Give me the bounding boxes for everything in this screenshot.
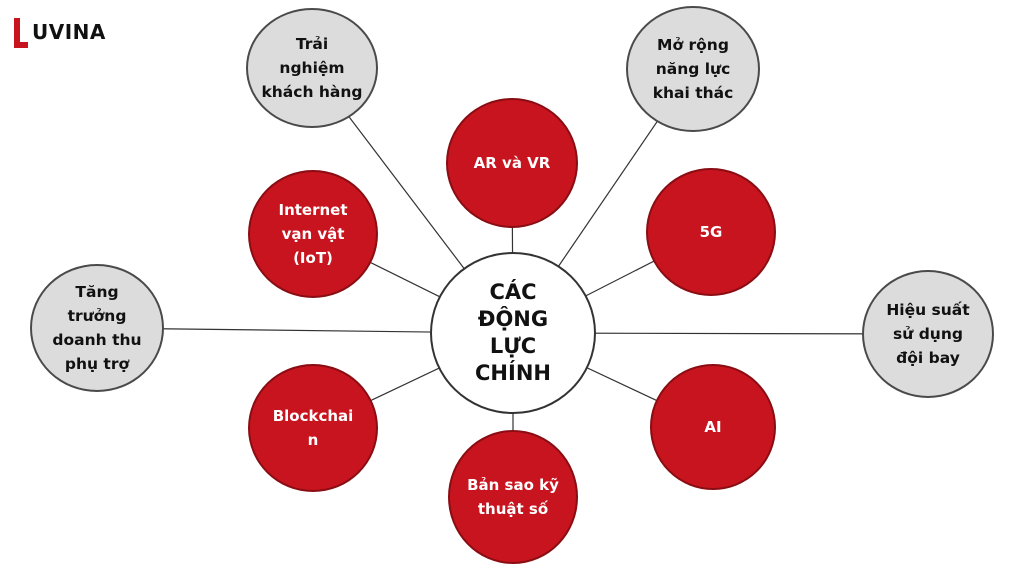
node-label: Bản sao kỹ thuật số: [467, 476, 559, 518]
node-5g: 5G: [646, 168, 776, 296]
node-iot: Internet vạn vật (IoT): [248, 170, 378, 298]
logo-text: UVINA: [32, 20, 106, 44]
node-label: Trải nghiệm khách hàng: [261, 35, 363, 101]
node-digital-twin: Bản sao kỹ thuật số: [448, 430, 578, 564]
node-operational-capacity: Mở rộng năng lực khai thác: [626, 6, 760, 132]
node-fleet-performance: Hiệu suất sử dụng đội bay: [862, 270, 994, 398]
node-center-main-drivers: CÁC ĐỘNG LỰC CHÍNH: [430, 252, 596, 414]
center-label: CÁC ĐỘNG LỰC CHÍNH: [475, 280, 551, 385]
node-ar-vr: AR và VR: [446, 98, 578, 228]
node-label: AR và VR: [473, 154, 551, 172]
node-blockchain: Blockchai n: [248, 364, 378, 492]
node-label: Mở rộng năng lực khai thác: [652, 36, 734, 102]
luvina-logo: UVINA: [12, 14, 122, 54]
node-ai: AI: [650, 364, 776, 490]
logo-l-mark: [14, 18, 28, 48]
node-label: Hiệu suất sử dụng đội bay: [886, 301, 970, 367]
node-label: Blockchai n: [272, 407, 354, 449]
node-customer-experience: Trải nghiệm khách hàng: [246, 8, 378, 128]
node-label: 5G: [699, 223, 723, 241]
node-ancillary-revenue: Tăng trưởng doanh thu phụ trợ: [30, 264, 164, 392]
node-label: AI: [704, 418, 722, 436]
node-label: Internet vạn vật (IoT): [278, 201, 348, 267]
node-label: Tăng trưởng doanh thu phụ trợ: [52, 283, 142, 373]
